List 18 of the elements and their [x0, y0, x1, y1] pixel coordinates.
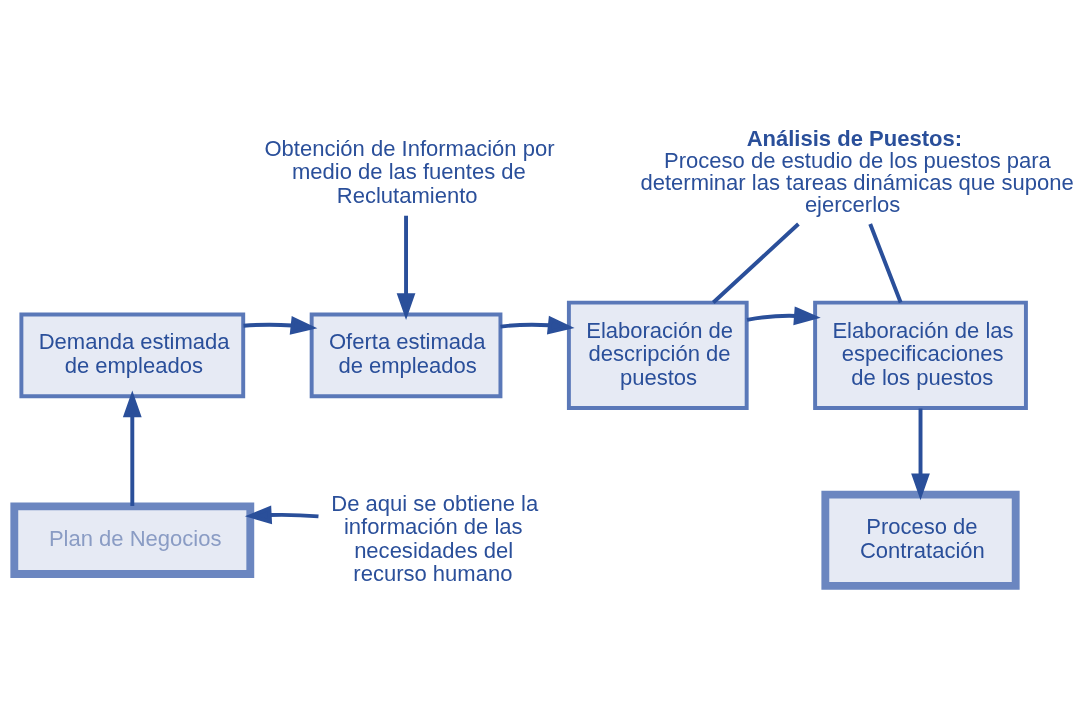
node-text: Análisis de Puestos: Proceso de estudio de los puestos para determinar las tareas dinámicas que supone ejercerlos: [640, 125, 1074, 217]
arrow: [243, 316, 318, 335]
node-box: Demanda estimada de empleados: [19, 312, 246, 399]
arrow: [122, 390, 142, 506]
node-box: Proceso de Contratación: [821, 490, 1020, 590]
connector: [711, 222, 800, 304]
node-box: Plan de Negocios: [10, 502, 255, 578]
arrow: [500, 315, 575, 335]
node-box: Oferta estimada de empleados: [309, 312, 503, 399]
node-box: Elaboración de descripción de puestos: [566, 300, 749, 411]
arrow: [396, 215, 416, 320]
node-box: Elaboración de las especificaciones de los puestos: [813, 300, 1028, 411]
arrow: [911, 408, 930, 501]
arrow: [746, 306, 821, 326]
arrow: [244, 505, 319, 525]
connector: [868, 223, 903, 304]
node-text: De aqui se obtiene la información de las necesidades del recurso humano: [331, 490, 539, 587]
node-text: Obtención de Información por medio de las fuentes de Reclutamiento: [264, 135, 555, 209]
